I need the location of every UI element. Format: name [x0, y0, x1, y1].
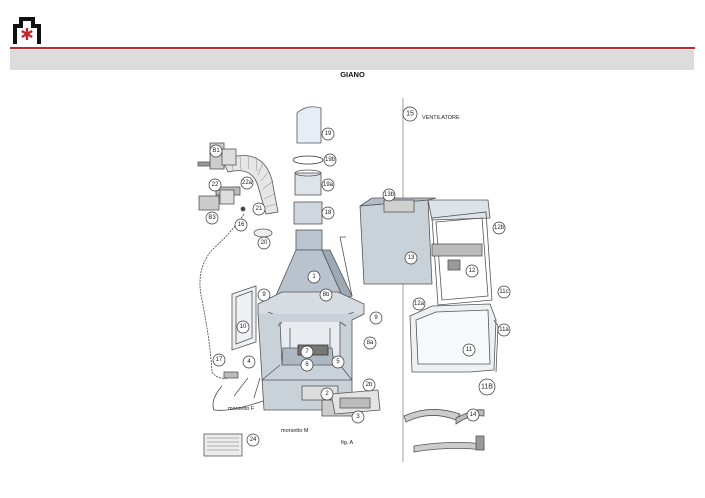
part-8a: 8a [367, 340, 374, 346]
part-1: 1 [312, 274, 316, 280]
part-labels: 19 19b 19a 18 B1 22 22a B3 21 16 20 1 8b… [208, 111, 509, 447]
part-19: 19 [325, 131, 332, 137]
company-logo [13, 17, 41, 44]
part-11B: 11B [481, 384, 493, 391]
part-3: 3 [356, 414, 360, 420]
part-B3: B3 [208, 215, 216, 221]
asterisk-icon [21, 28, 33, 40]
part-11: 11 [466, 347, 473, 353]
part-13: 13 [408, 255, 415, 261]
morsetto-f-label: morsetto F [228, 406, 255, 412]
part-15: 15 [406, 111, 414, 118]
part-2b: 2b [366, 382, 373, 388]
header-rule [10, 47, 695, 49]
part-4: 4 [247, 359, 251, 365]
part-5: 5 [336, 359, 340, 365]
figure-caption: fig. A [341, 440, 354, 446]
part-16: 16 [238, 222, 245, 228]
part-24: 24 [250, 437, 257, 443]
part-12: 12 [469, 268, 476, 274]
part-B1: B1 [212, 148, 220, 154]
part-6: 6 [305, 362, 309, 368]
part-9-left: 9 [262, 292, 266, 298]
part-11a: 11a [499, 327, 509, 333]
ventilatore-label: VENTILATORE [422, 115, 460, 121]
part-7: 7 [305, 349, 309, 355]
part-22a: 22a [242, 180, 253, 186]
part-11c: 11c [499, 289, 508, 295]
part-20: 20 [261, 240, 268, 246]
part-21: 21 [256, 206, 263, 212]
part-8b: 8b [323, 292, 330, 298]
part-22: 22 [212, 182, 219, 188]
morsetto-m-label: morsetto M [281, 428, 309, 434]
part-9-right: 9 [374, 315, 378, 321]
header-bar [10, 50, 694, 70]
part-17: 17 [216, 357, 223, 363]
part-12b: 12b [494, 225, 505, 231]
part-10: 10 [240, 324, 247, 330]
part-18: 18 [325, 210, 332, 216]
page-title: GIANO [340, 70, 365, 79]
part-2: 2 [325, 391, 329, 397]
part-13b: 13b [384, 192, 395, 198]
part-19b: 19b [325, 157, 336, 163]
part-19a: 19a [323, 182, 334, 188]
part-12a: 12a [414, 301, 425, 307]
part-14: 14 [470, 412, 477, 418]
